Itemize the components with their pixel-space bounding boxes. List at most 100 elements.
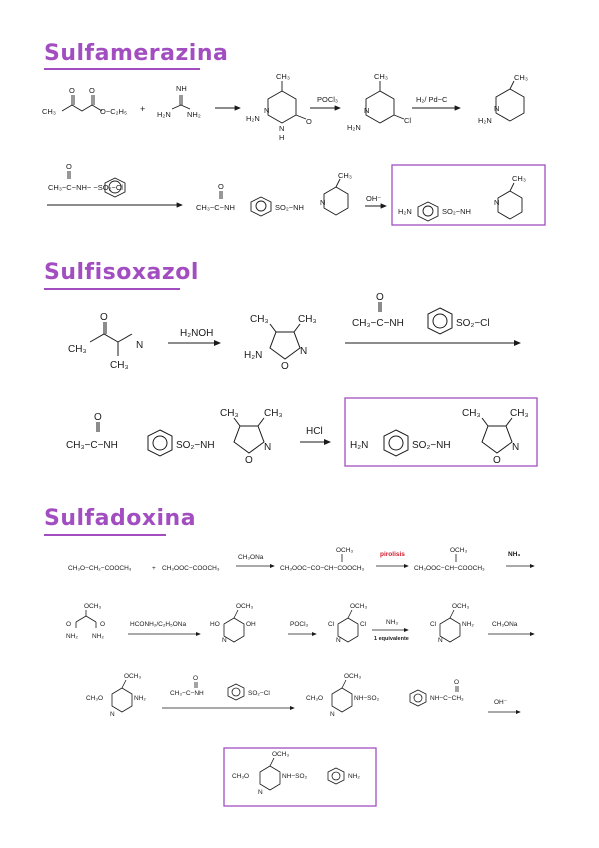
label-h2n: H₂N: [244, 350, 262, 361]
label-o: O: [245, 455, 253, 466]
label-acetyl: CH₃−C−NH: [196, 203, 235, 212]
label-o: O: [94, 412, 102, 423]
section-title-sulfadoxina: Sulfadoxina: [44, 506, 197, 531]
label-n: N: [320, 198, 325, 207]
reagent-ch3ona: CH₃ONa: [238, 554, 264, 561]
label-h: H: [279, 133, 284, 142]
label-och3: OCH₃: [124, 673, 141, 680]
label-n: N: [494, 104, 499, 113]
label-och3: OCH₃: [336, 547, 353, 554]
label-nh2: NH₂: [187, 110, 201, 119]
label-n: N: [494, 198, 499, 207]
product-box-sulfamerazina: [391, 164, 546, 226]
label-ho: HO: [210, 621, 220, 628]
reagent-ch3ona: CH₃ONa: [492, 621, 518, 628]
title-underline: [44, 534, 166, 536]
label-n: N: [300, 346, 307, 357]
label-ch3: CH₃: [512, 174, 526, 183]
label-ch3o: CH₃O: [232, 773, 249, 780]
label-tail: NH−C−CH₃: [430, 695, 464, 702]
label-acetyl: CH₃−C−NH: [170, 690, 204, 697]
chloroaminopyrimidine-ring: [439, 609, 461, 643]
intermediate-molecule: [96, 417, 265, 457]
chloropyrimidine-ring: [365, 81, 405, 124]
label-o: O: [306, 117, 312, 126]
reagent-oh: OH⁻: [366, 194, 381, 203]
label-h2n: H₂N: [350, 440, 368, 451]
label-n: N: [279, 124, 284, 133]
label-link: NH−SO₂: [282, 773, 308, 780]
label-n: N: [110, 711, 115, 718]
label-ester2: CH₃OOC−COOCH₃: [162, 565, 220, 572]
label-cl: Cl: [360, 621, 367, 628]
sulfadoxina-product: [259, 757, 345, 791]
label-n: N: [136, 340, 143, 351]
label-nh2: NH₂: [462, 621, 474, 628]
label-plus: +: [152, 565, 156, 572]
label-ch3: CH₃: [220, 408, 239, 419]
label-malonate: CH₃OOC−CH−COOCH₃: [414, 565, 485, 572]
reagent-h2noh: H₂NOH: [180, 328, 213, 339]
label-n: N: [264, 106, 269, 115]
label-link: SO₂−NH: [176, 440, 215, 451]
label-nh2: NH₂: [66, 633, 78, 640]
reagent-pocl3: POCl₃: [317, 95, 338, 104]
sulfisoxazol-product: [383, 417, 513, 457]
label-ch3: CH₃: [42, 107, 56, 116]
label-n: N: [264, 442, 271, 453]
reagent-hcl: HCl: [306, 426, 323, 437]
label-cl: Cl: [328, 621, 335, 628]
acyl-chloride-molecule: [67, 171, 126, 198]
acyl-chloride-ring: [378, 302, 453, 335]
label-o: O: [376, 292, 384, 303]
dihydroxypyrimidine-ring: [223, 609, 245, 643]
label-h2n: H₂N: [478, 116, 492, 125]
label-nh2: NH₂: [92, 633, 104, 640]
scheme-sulfisoxazol: O CH₃ CH₃ N H₂NOH CH₃ CH₃ H₂N O N CH₃−C−…: [66, 292, 538, 467]
scheme-sulfamerazina: CH₃ O O O−C₂H₅ + NH H₂N NH₂ CH₃ H₂N N O …: [42, 72, 546, 226]
dimethoxypyrimidine-ring: [111, 679, 133, 713]
label-ch3: CH₃: [250, 314, 269, 325]
reagent-nh3: NH₃: [508, 551, 520, 558]
label-so2cl: SO₂−Cl: [248, 690, 270, 697]
label-n: N: [512, 442, 519, 453]
label-ch3o: CH₃O: [86, 695, 103, 702]
aminoisoxazole-ring: [269, 323, 301, 360]
reagent-nh3: NH₃: [386, 619, 398, 626]
label-h2n: H₂N: [246, 114, 260, 123]
label-o: O: [281, 361, 289, 372]
label-ester1: CH₃O−CH₂−COOCH₃: [68, 565, 132, 572]
label-o: O: [66, 162, 72, 171]
diamide-molecule: [75, 610, 97, 628]
label-h2n: H₂N: [347, 123, 361, 132]
ketonitrile-molecule: [89, 322, 133, 356]
sulfamerazina-product: [417, 182, 523, 222]
reagent-h2-pdc: H₂/ Pd−C: [416, 95, 448, 104]
label-link: SO₂−NH: [275, 203, 304, 212]
label-h2n: H₂N: [157, 110, 171, 119]
reagent-pirolisis: pirolisis: [380, 551, 405, 558]
label-so2cl: SO₂−Cl: [456, 318, 490, 329]
label-ch3: CH₃: [264, 408, 283, 419]
label-ch3: CH₃: [514, 73, 528, 82]
label-acetyl: CH₃−C−NH: [352, 318, 404, 329]
label-plus: +: [140, 104, 145, 114]
label-acetyl: CH₃−C−NH: [66, 440, 118, 451]
label-ch3: CH₃: [68, 344, 87, 355]
reagent-pocl3: POCl₃: [290, 621, 309, 628]
acyl-chloride-ring: [194, 682, 245, 701]
label-o: O: [89, 86, 95, 95]
label-ch3: CH₃: [298, 314, 317, 325]
intermediate-molecule: [331, 679, 459, 713]
reagent-note: 1 equivalente: [374, 636, 409, 642]
label-cl: Cl: [404, 116, 411, 125]
label-n: N: [336, 637, 341, 644]
label-och3: OCH₃: [236, 603, 253, 610]
label-oh: OH: [246, 621, 256, 628]
label-oet: O−C₂H₅: [100, 107, 127, 116]
label-ch3: CH₃: [110, 360, 129, 371]
label-ch3: CH₃: [374, 72, 388, 81]
title-underline: [44, 68, 200, 70]
label-nh2: NH₂: [134, 695, 146, 702]
